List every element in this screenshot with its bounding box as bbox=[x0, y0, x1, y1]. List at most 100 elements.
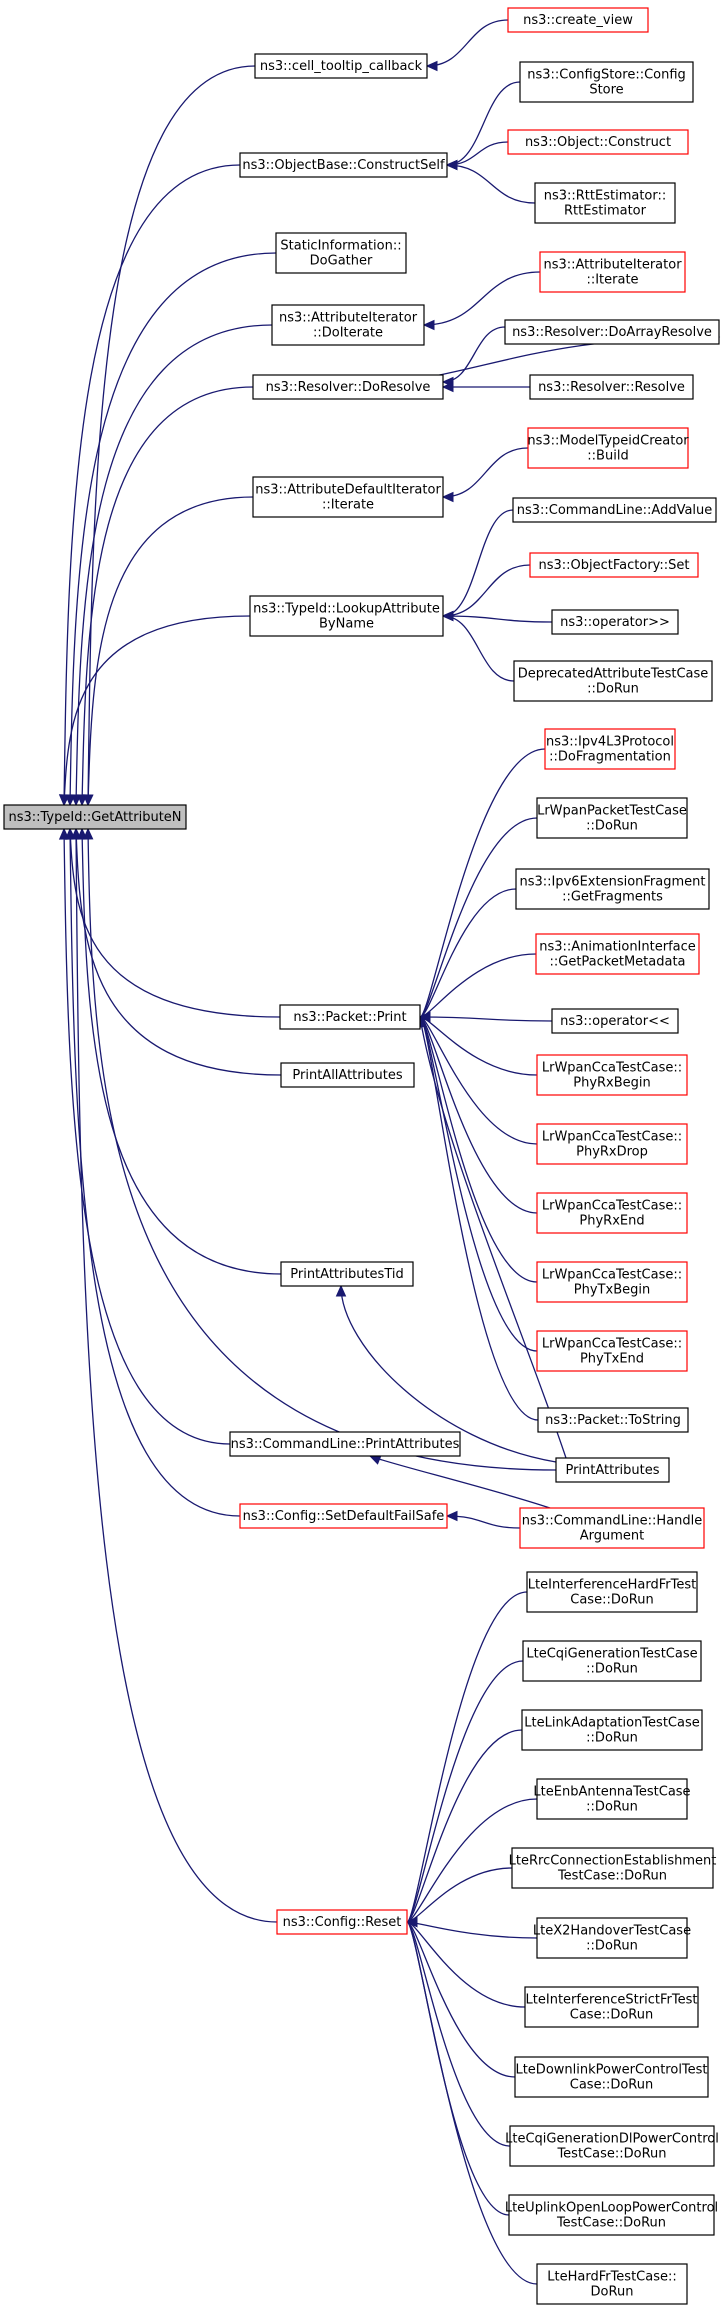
node-operator-rr[interactable]: ns3::operator>> bbox=[551, 609, 679, 635]
edge-root-to-resolver-doresolve bbox=[81, 386, 254, 806]
arrowhead-construct-self-to-rtt bbox=[445, 159, 458, 171]
node-label: ns3::Object::Construct bbox=[525, 135, 671, 150]
node-lte-hardfr[interactable]: LteHardFrTestCase::DoRun bbox=[536, 2263, 688, 2305]
node-box bbox=[507, 7, 649, 33]
node-cca-txbegin[interactable]: LrWpanCcaTestCase::PhyTxBegin bbox=[536, 1261, 688, 1303]
node-label: LrWpanCcaTestCase:: bbox=[542, 1199, 682, 1214]
node-staticinfo[interactable]: StaticInformation::DoGather bbox=[275, 232, 407, 274]
node-box bbox=[511, 1847, 714, 1889]
node-printattributes[interactable]: PrintAttributes bbox=[555, 1457, 670, 1483]
node-resolver-resolve[interactable]: ns3::Resolver::Resolve bbox=[529, 374, 694, 400]
arrowhead-config-setdefaultfailsafe-to-cmdline-handlearg bbox=[445, 1510, 458, 1522]
node-cmdline-printattributes[interactable]: ns3::CommandLine::PrintAttributes bbox=[229, 1431, 461, 1457]
node-lte-cqigen[interactable]: LteCqiGenerationTestCase::DoRun bbox=[522, 1640, 702, 1682]
edge-root-to-attr-doiterate bbox=[75, 324, 273, 806]
node-box bbox=[513, 660, 713, 702]
node-label: ns3::AttributeIterator bbox=[543, 258, 682, 273]
node-lte-x2[interactable]: LteX2HandoverTestCase::DoRun bbox=[533, 1917, 691, 1959]
arrowhead-root-to-config-reset bbox=[70, 827, 82, 840]
edge-cmdline-printattributes-to-cmdline-handlearg bbox=[369, 1455, 551, 1509]
arrowhead-cmdline-printattributes-to-cmdline-handlearg bbox=[368, 1455, 382, 1465]
node-label: ns3::Resolver::DoArrayResolve bbox=[512, 325, 712, 340]
node-packet-print[interactable]: ns3::Packet::Print bbox=[279, 1004, 421, 1030]
node-label: Argument bbox=[580, 1529, 645, 1544]
node-lte-linkadapt[interactable]: LteLinkAdaptationTestCase::DoRun bbox=[521, 1709, 703, 1751]
node-object-construct[interactable]: ns3::Object::Construct bbox=[507, 129, 689, 155]
node-label: Case::DoRun bbox=[570, 2008, 653, 2023]
node-box bbox=[252, 374, 444, 400]
node-label: ns3::Ipv4L3Protocol bbox=[546, 735, 674, 750]
arrowhead-root-to-lookupattr bbox=[59, 794, 70, 807]
node-config-reset[interactable]: ns3::Config::Reset bbox=[276, 1909, 408, 1935]
node-cmdline-addvalue[interactable]: ns3::CommandLine::AddValue bbox=[512, 497, 717, 523]
node-box bbox=[279, 1004, 421, 1030]
node-printattributestid[interactable]: PrintAttributesTid bbox=[280, 1261, 414, 1287]
node-objectfactory-set[interactable]: ns3::ObjectFactory::Set bbox=[529, 552, 699, 578]
node-label: ns3::AttributeIterator bbox=[279, 311, 418, 326]
node-lte-cqidlpower[interactable]: LteCqiGenerationDlPowerControlTestCase::… bbox=[505, 2125, 719, 2167]
node-label: ns3::cell_tooltip_callback bbox=[260, 59, 423, 74]
node-attrdefault-iterate[interactable]: ns3::AttributeDefaultIterator::Iterate bbox=[252, 476, 444, 518]
node-box bbox=[275, 232, 407, 274]
node-label: PrintAttributes bbox=[565, 1463, 659, 1478]
edge-root-to-printattributestid bbox=[81, 828, 282, 1275]
node-label: ns3::create_view bbox=[523, 13, 633, 28]
node-cca-rxend[interactable]: LrWpanCcaTestCase::PhyRxEnd bbox=[536, 1192, 688, 1234]
node-lrwpanpacket[interactable]: LrWpanPacketTestCase::DoRun bbox=[536, 797, 688, 839]
node-label: ns3::operator>> bbox=[560, 615, 670, 630]
node-label: LrWpanCcaTestCase:: bbox=[542, 1130, 682, 1145]
node-label: ns3::AnimationInterface bbox=[539, 940, 696, 955]
node-rtt[interactable]: ns3::RttEstimator::RttEstimator bbox=[534, 182, 676, 224]
node-ipv4frag[interactable]: ns3::Ipv4L3Protocol::DoFragmentation bbox=[544, 728, 676, 770]
node-label: LteInterferenceStrictFrTest bbox=[526, 1993, 698, 2008]
node-config-setdefaultfailsafe[interactable]: ns3::Config::SetDefaultFailSafe bbox=[239, 1503, 448, 1529]
node-label: ::GetFragments bbox=[562, 890, 663, 905]
edge-root-to-config-setdefaultfailsafe bbox=[69, 828, 241, 1517]
node-tooltip[interactable]: ns3::cell_tooltip_callback bbox=[254, 53, 428, 79]
node-resolver-doresolve[interactable]: ns3::Resolver::DoResolve bbox=[252, 374, 444, 400]
node-lte-rrc[interactable]: LteRrcConnectionEstablishmentTestCase::D… bbox=[509, 1847, 717, 1889]
node-label: TestCase::DoRun bbox=[556, 2216, 666, 2231]
node-root: ns3::TypeId::GetAttributeN bbox=[3, 804, 187, 830]
edge-root-to-attrdefault-iterate bbox=[87, 496, 254, 806]
node-resolver-doarray[interactable]: ns3::Resolver::DoArrayResolve bbox=[504, 319, 720, 345]
node-cca-txend[interactable]: LrWpanCcaTestCase::PhyTxEnd bbox=[536, 1330, 688, 1372]
node-box bbox=[536, 1778, 688, 1820]
edge-packet-print-to-packet-tostring bbox=[419, 1016, 539, 1421]
arrowhead-root-to-printattributes bbox=[82, 827, 94, 840]
node-construct-self[interactable]: ns3::ObjectBase::ConstructSelf bbox=[239, 152, 448, 178]
node-box bbox=[504, 319, 720, 345]
node-label: ::GetPacketMetadata bbox=[549, 955, 685, 970]
node-operator-ll[interactable]: ns3::operator<< bbox=[551, 1008, 679, 1034]
node-printallattributes[interactable]: PrintAllAttributes bbox=[280, 1062, 415, 1088]
edge-construct-self-to-configstore bbox=[446, 81, 521, 166]
node-attr-iterate[interactable]: ns3::AttributeIterator::Iterate bbox=[539, 251, 686, 293]
node-label: ns3::ConfigStore::Config bbox=[527, 68, 686, 83]
node-box bbox=[512, 497, 717, 523]
node-box bbox=[515, 868, 710, 910]
node-cca-rxbegin[interactable]: LrWpanCcaTestCase::PhyRxBegin bbox=[536, 1054, 688, 1096]
arrowhead-lookupattr-to-deprecated bbox=[441, 610, 454, 622]
node-configstore[interactable]: ns3::ConfigStore::ConfigStore bbox=[519, 61, 694, 103]
node-modeltypeid[interactable]: ns3::ModelTypeidCreator::Build bbox=[527, 427, 689, 469]
node-lte-uplinkpower[interactable]: LteUplinkOpenLoopPowerControlTestCase::D… bbox=[505, 2194, 718, 2236]
edge-packet-print-to-ipv6frag bbox=[419, 888, 517, 1018]
node-attr-doiterate[interactable]: ns3::AttributeIterator::DoIterate bbox=[271, 304, 425, 346]
node-box bbox=[276, 1909, 408, 1935]
edge-root-to-tooltip bbox=[87, 65, 256, 806]
node-packet-tostring[interactable]: ns3::Packet::ToString bbox=[537, 1407, 689, 1433]
node-deprecated[interactable]: DeprecatedAttributeTestCase::DoRun bbox=[513, 660, 713, 702]
node-create-view[interactable]: ns3::create_view bbox=[507, 7, 649, 33]
node-box bbox=[280, 1062, 415, 1088]
node-label: ns3::Resolver::Resolve bbox=[538, 380, 685, 395]
node-ipv6frag[interactable]: ns3::Ipv6ExtensionFragment::GetFragments bbox=[515, 868, 710, 910]
node-lte-enbantenna[interactable]: LteEnbAntennaTestCase::DoRun bbox=[533, 1778, 691, 1820]
node-label: TestCase::DoRun bbox=[557, 1869, 667, 1884]
node-animation[interactable]: ns3::AnimationInterface::GetPacketMetada… bbox=[535, 933, 700, 975]
node-cca-rxdrop[interactable]: LrWpanCcaTestCase::PhyRxDrop bbox=[536, 1123, 688, 1165]
